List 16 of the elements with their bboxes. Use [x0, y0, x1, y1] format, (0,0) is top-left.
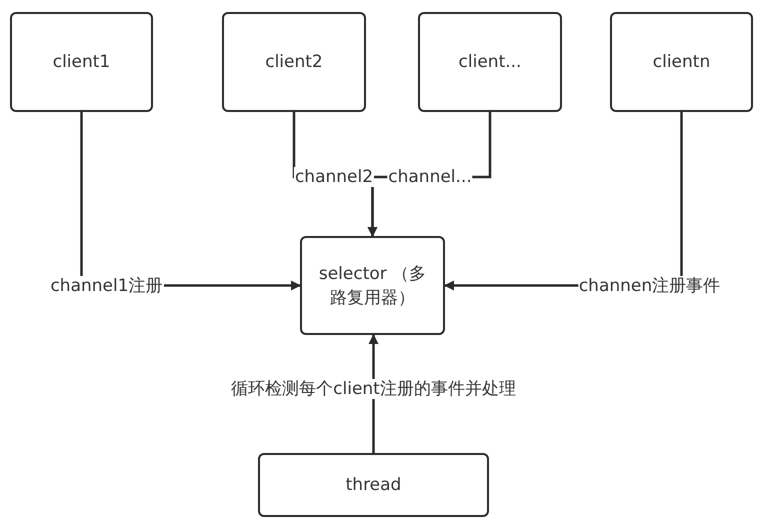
- edge-label: channel1注册: [49, 276, 164, 296]
- client-box: [222, 12, 366, 112]
- thread-box: [258, 453, 489, 517]
- client-box: [418, 12, 562, 112]
- edge-label: 循环检测每个client注册的事件并处理: [230, 379, 517, 399]
- client-box: [10, 12, 153, 112]
- box-label: client1: [52, 51, 110, 74]
- selector-box: [300, 236, 445, 335]
- box-label: client2: [265, 51, 323, 74]
- box-label: selector （多路复用器）: [318, 262, 428, 310]
- box-label: clientn: [652, 51, 710, 74]
- edge-label: channel2: [294, 167, 374, 187]
- box-label: thread: [346, 474, 402, 497]
- client-box: [610, 12, 753, 112]
- edge-label: channen注册事件: [578, 276, 722, 296]
- box-label: client...: [458, 51, 522, 74]
